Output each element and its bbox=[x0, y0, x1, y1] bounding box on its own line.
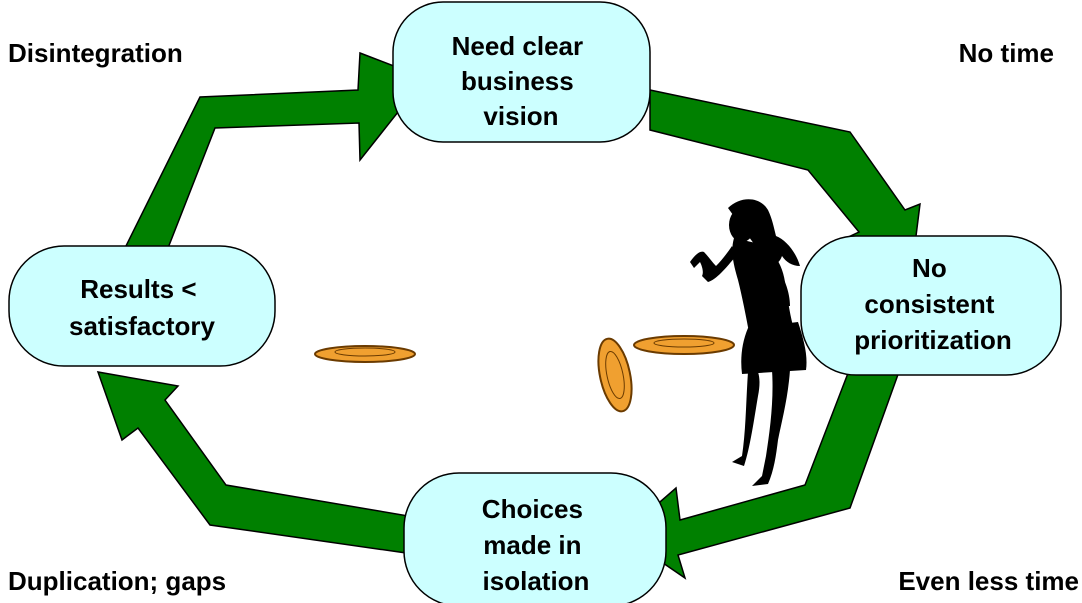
label-no-time: No time bbox=[959, 38, 1054, 68]
svg-text:Need clear business: Need clear business vision bbox=[452, 31, 591, 131]
node-top-line-3: vision bbox=[483, 101, 558, 131]
coin-icon bbox=[597, 337, 633, 413]
svg-text:Choices made in is: Choices made in isolation bbox=[482, 494, 590, 596]
node-right-line-3: prioritization bbox=[854, 325, 1011, 355]
svg-text:No consistent prio: No consistent prioritization bbox=[854, 253, 1011, 355]
node-top-line-2: business bbox=[461, 66, 574, 96]
node-right-line-2: consistent bbox=[864, 289, 994, 319]
label-even-less-time: Even less time bbox=[898, 566, 1079, 596]
node-left-line-2: satisfactory bbox=[69, 311, 215, 341]
arrow-left-to-top bbox=[123, 51, 427, 249]
node-need-clear-business-vision: Need clear business vision bbox=[392, 1, 651, 143]
node-bottom-line-3: isolation bbox=[483, 566, 590, 596]
coin-icon bbox=[314, 345, 416, 363]
coin-icon bbox=[633, 335, 735, 355]
node-bottom-line-2: made in bbox=[483, 530, 581, 560]
label-disintegration: Disintegration bbox=[8, 38, 183, 68]
node-choices-made-in-isolation: Choices made in isolation bbox=[403, 472, 667, 603]
arrow-bottom-to-left bbox=[96, 371, 421, 556]
node-bottom-line-1: Choices bbox=[482, 494, 583, 524]
svg-text:Results < satisfactory: Results < satisfactory bbox=[69, 274, 215, 341]
node-no-consistent-prioritization: No consistent prioritization bbox=[800, 235, 1062, 376]
node-left-line-1: Results < bbox=[80, 274, 196, 304]
node-top-line-1: Need clear bbox=[452, 31, 584, 61]
node-results-satisfactory: Results < satisfactory bbox=[8, 245, 276, 367]
node-right-line-1: No bbox=[912, 253, 947, 283]
woman-silhouette-icon bbox=[690, 199, 807, 486]
label-duplication-gaps: Duplication; gaps bbox=[8, 566, 226, 596]
